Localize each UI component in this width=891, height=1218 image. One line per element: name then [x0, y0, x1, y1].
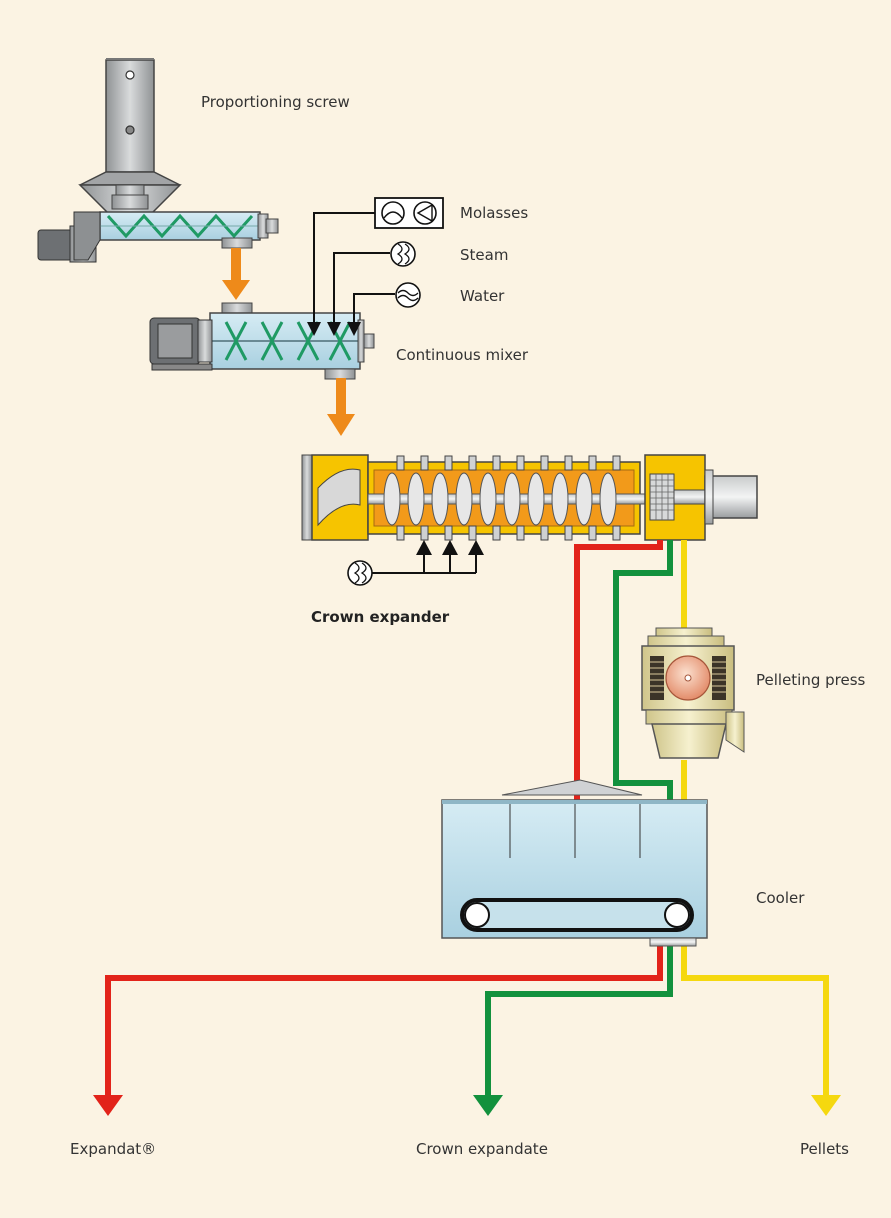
expander-steam-lines [372, 552, 477, 574]
pellets-arrowhead [811, 1095, 841, 1116]
label-water: Water [460, 287, 505, 305]
pelleting-press [641, 627, 745, 759]
proportioning-screw [37, 58, 279, 263]
additive-feed-lines [313, 212, 395, 325]
expander-pins [396, 455, 621, 541]
label-pelleting-press: Pelleting press [756, 671, 866, 689]
label-proportioning-screw: Proportioning screw [201, 93, 350, 111]
expander-steam-valve-icon [347, 560, 373, 586]
crown-expandate-line [485, 540, 673, 1100]
pump-icon [374, 197, 444, 229]
cooler [441, 779, 708, 947]
label-molasses: Molasses [460, 204, 529, 222]
crown-expandate-arrowhead [473, 1095, 503, 1116]
crown-expander [301, 454, 758, 541]
label-pellets: Pellets [800, 1140, 849, 1158]
label-crown-expander: Crown expander [311, 608, 450, 626]
expandat-arrowhead [93, 1095, 123, 1116]
feed-arrow-1 [222, 248, 250, 300]
label-expandat: Expandat® [70, 1140, 157, 1158]
steam-valve-icon [390, 241, 416, 267]
label-steam: Steam [460, 246, 509, 264]
expander-blades [383, 472, 617, 526]
water-valve-icon [395, 282, 421, 308]
continuous-mixer [149, 302, 375, 380]
label-crown-expandate: Crown expandate [416, 1140, 548, 1158]
additive-arrowheads [307, 322, 361, 336]
label-continuous-mixer: Continuous mixer [396, 346, 529, 364]
label-cooler: Cooler [756, 889, 805, 907]
expander-steam-arrowheads [416, 540, 484, 555]
feed-arrow-2 [327, 378, 355, 436]
